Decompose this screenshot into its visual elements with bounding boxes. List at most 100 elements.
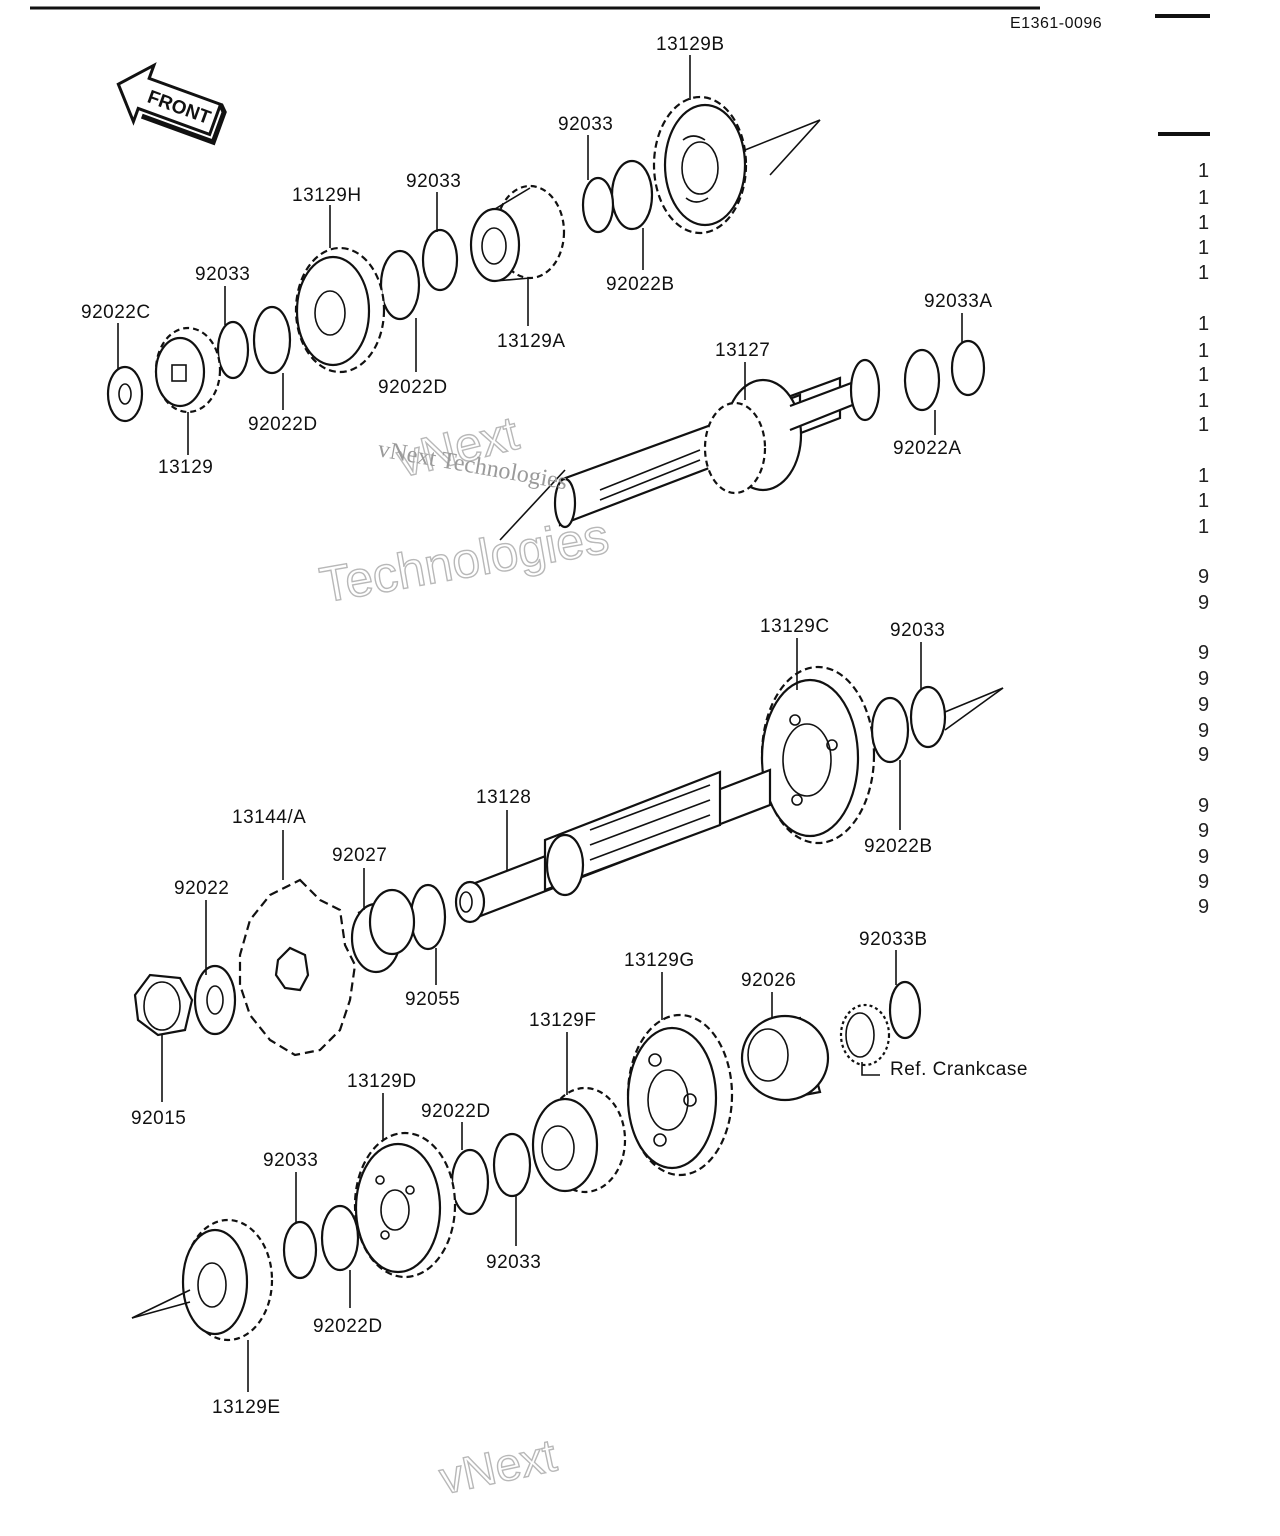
label-92022: 92022 [174,878,229,899]
gear-13129F [531,1086,627,1194]
shaft-13127 [499,358,881,541]
lower-shaft-assembly [131,665,1004,1342]
needle-bearing [839,1003,891,1067]
edge-digit: 9 [1198,566,1210,588]
edge-digit: 9 [1198,720,1210,742]
label-13129H: 13129H [292,185,362,206]
label-92022C: 92022C [81,302,151,323]
nut-92015 [133,973,194,1037]
edge-digit: 1 [1198,364,1210,386]
gear-13129E [131,1218,274,1342]
edge-digit: 1 [1198,340,1210,362]
label-13144A: 13144/A [232,807,306,828]
edge-digit: 9 [1198,592,1210,614]
edge-digit: 1 [1198,313,1210,335]
shaft-13128 [454,768,772,924]
gear-13129B [652,95,748,235]
gear-13129D [353,1131,457,1279]
label-92033-outer: 92033 [890,620,945,641]
label-92015: 92015 [131,1108,186,1129]
label-92022B-outer: 92022B [864,836,933,857]
edge-digit: 1 [1198,414,1210,436]
label-13127: 13127 [715,340,770,361]
label-92033-bottom: 92033 [263,1150,318,1171]
washer-92022D-bottom [320,1204,360,1272]
oring-92055 [409,883,447,951]
top-leader-lines [117,55,963,455]
washer-92022D-left [252,305,292,375]
edge-digit: 9 [1198,694,1210,716]
edge-digit: 9 [1198,871,1210,893]
circlip-92033-mid [421,228,459,292]
circlip-92033-outer [909,685,947,749]
edge-digit: 9 [1198,642,1210,664]
edge-digit: 1 [1198,490,1210,512]
label-92022A: 92022A [893,438,962,459]
edge-digit: 9 [1198,795,1210,817]
top-shaft-assembly [106,95,986,541]
edge-digit: 1 [1198,465,1210,487]
label-13128: 13128 [476,787,531,808]
washer-92022D-upper [379,249,421,321]
label-92022D-upper: 92022D [378,377,448,398]
edge-digit: 1 [1198,516,1210,538]
label-13129: 13129 [158,457,213,478]
washer-92022B-outer [870,696,910,764]
edge-digit: 1 [1198,187,1210,209]
lockwasher-92022 [193,964,237,1036]
label-13129F: 13129F [529,1010,596,1031]
circlip-92033-bottom [282,1220,318,1280]
label-13129B: 13129B [656,34,725,55]
collar-92027 [350,888,416,974]
label-92022B-top: 92022B [606,274,675,295]
top-labels: 13129B 92033 92022B 13129H 92033 13129A … [81,34,993,478]
label-92033-top: 92033 [558,114,613,135]
label-92033-left: 92033 [195,264,250,285]
diagram-code: E1361-0096 [1010,15,1102,32]
label-13129E: 13129E [212,1397,281,1418]
lower-labels: 13129C 92033 92022B 13128 13144/A 92027 … [131,616,1028,1418]
bearing-92026 [740,1014,830,1102]
watermark-bottom: vNext [435,1429,561,1504]
sprocket-13144A [238,878,357,1057]
ref-crankcase-note: Ref. Crankcase [890,1059,1028,1080]
edge-digit: 1 [1198,390,1210,412]
edge-digit: 9 [1198,846,1210,868]
top-border [30,6,1210,136]
circlip-92033A [950,339,986,397]
edge-digit: 9 [1198,744,1210,766]
label-13129A: 13129A [497,331,566,352]
edge-digit: 1 [1198,212,1210,234]
washer-92022C [106,365,144,423]
label-13129D: 13129D [347,1071,417,1092]
exploded-view-diagram: E1361-0096 FRONT [30,6,1210,1505]
label-92033B: 92033B [859,929,928,950]
label-13129G: 13129G [624,950,695,971]
gear-13129 [154,326,222,414]
label-92033-mid: 92033 [406,171,461,192]
label-92022D-lower: 92022D [421,1101,491,1122]
gear-13129A [469,184,566,283]
label-92022D-bottom: 92022D [313,1316,383,1337]
edge-digit: 9 [1198,820,1210,842]
circlip-92033B [888,980,922,1040]
gear-13129G [626,1013,734,1177]
edge-digit: 1 [1198,262,1210,284]
label-13129C: 13129C [760,616,830,637]
lower-leader-lines [161,638,922,1392]
edge-digit: 1 [1198,160,1210,182]
label-92033A: 92033A [924,291,993,312]
edge-digit: 9 [1198,896,1210,918]
circlip-92033-left [216,320,250,380]
label-92022D-left: 92022D [248,414,318,435]
washer-92022D-lower [450,1148,490,1216]
gear-13129H [294,246,386,374]
front-arrow: FRONT [116,62,227,146]
label-92026: 92026 [741,970,796,991]
edge-digit: 1 [1198,237,1210,259]
washer-92022A [903,348,941,412]
label-92027: 92027 [332,845,387,866]
edge-digit: 9 [1198,668,1210,690]
label-92055: 92055 [405,989,460,1010]
